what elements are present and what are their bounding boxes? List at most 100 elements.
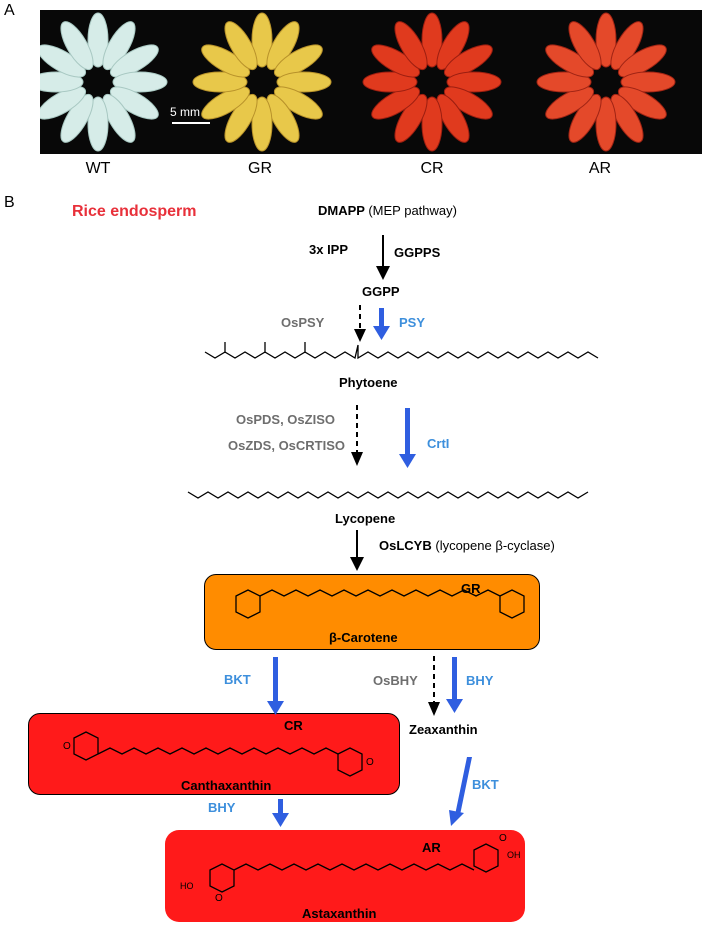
cr-label: CR: [284, 718, 303, 733]
arrow-crti: [405, 408, 410, 458]
rice-grain: [60, 21, 94, 71]
beta-carotene-ring-right: [499, 589, 525, 619]
rice-grain: [102, 93, 136, 143]
rice-grain: [251, 96, 273, 152]
rice-grain: [266, 93, 300, 143]
rice-grain: [362, 71, 418, 93]
rice-grain: [568, 93, 602, 143]
rice-grain: [617, 44, 667, 78]
panel-b-label: B: [4, 194, 15, 211]
gr-label: GR: [461, 581, 481, 596]
canthaxanthin-oxygen-right: O: [366, 757, 374, 768]
rice-grain: [371, 44, 421, 78]
rice-grain: [443, 86, 493, 120]
grain-rosette-ar: [536, 12, 676, 152]
rice-grain: [443, 44, 493, 78]
ospsy-label: OsPSY: [281, 315, 325, 330]
rice-grain: [595, 96, 617, 152]
rice-grain: [102, 21, 136, 71]
astaxanthin-box: [165, 830, 525, 922]
crti-label: CrtI: [427, 436, 450, 451]
rice-grain: [192, 71, 248, 93]
rice-grain: [201, 86, 251, 120]
grain-rosette-wt: [40, 12, 168, 152]
scale-bar-label: 5 mm: [170, 105, 200, 119]
bkt-label-2: BKT: [472, 777, 499, 792]
rice-grain: [112, 71, 168, 93]
canthaxanthin-label: Canthaxanthin: [181, 778, 272, 793]
rice-grain: [545, 86, 595, 120]
astaxanthin-ring-right: [473, 843, 499, 873]
rice-grain: [87, 96, 109, 152]
rice-grain: [266, 21, 300, 71]
rice-grain: [109, 86, 159, 120]
grain-rosette-gr: [192, 12, 332, 152]
phytoene-label: Phytoene: [339, 375, 398, 390]
rice-grain: [610, 93, 644, 143]
grain-label-gr: GR: [248, 160, 272, 177]
ipp-label: 3x IPP: [309, 242, 349, 257]
rice-grain: [446, 71, 502, 93]
ggpps-label: GGPPS: [394, 245, 441, 260]
rice-grain: [109, 44, 159, 78]
canthaxanthin-oxygen-left: O: [63, 741, 71, 752]
grain-rosette-cr: [362, 12, 502, 152]
beta-carotene-ring-left: [235, 589, 261, 619]
rice-grain: [421, 12, 443, 68]
lycopene-structure: [187, 491, 589, 499]
bhy-label-2: BHY: [208, 800, 236, 815]
rice-grain: [421, 96, 443, 152]
rice-grain: [276, 71, 332, 93]
grain-label-wt: WT: [85, 160, 111, 177]
grain-label-ar: AR: [588, 160, 612, 177]
rice-grain: [617, 86, 667, 120]
oslcyb-note: (lycopene β-cyclase): [435, 538, 555, 553]
astaxanthin-hydroxyl-left: HO: [180, 881, 194, 891]
rice-grain: [536, 71, 592, 93]
arrow-psy: [379, 308, 384, 330]
beta-carotene-label: β-Carotene: [329, 630, 398, 645]
ggpp-label: GGPP: [362, 284, 400, 299]
oszds-oscrtiso-label: OsZDS, OsCRTISO: [228, 438, 346, 453]
rice-grain: [394, 21, 428, 71]
phytoene-structure: [204, 342, 599, 360]
canthaxanthin-ring-right: [337, 747, 363, 777]
arrow-bkt-2: [455, 757, 472, 815]
rice-grain: [610, 21, 644, 71]
rice-grain: [87, 12, 109, 68]
rice-grain-photo: 5 mm: [40, 10, 702, 154]
astaxanthin-ring-left: [209, 863, 235, 893]
rice-grain: [545, 44, 595, 78]
ospds-ozziso-label: OsPDS, OsZISO: [236, 412, 335, 427]
rice-grain: [224, 93, 258, 143]
arrow-bhy-1: [452, 657, 457, 703]
rice-grain-rosettes: [40, 12, 676, 152]
psy-label: PSY: [399, 315, 426, 330]
bhy-label-1: BHY: [466, 673, 494, 688]
rice-grain: [620, 71, 676, 93]
arrow-bhy-2: [278, 799, 283, 817]
rice-grain: [40, 86, 87, 120]
arrow-bkt-1: [273, 657, 278, 705]
lycopene-label: Lycopene: [335, 511, 396, 526]
rice-grain: [371, 86, 421, 120]
rice-grain: [436, 93, 470, 143]
rice-grain: [224, 21, 258, 71]
bkt-label-1: BKT: [224, 672, 251, 687]
rice-grain: [201, 44, 251, 78]
dmapp-label: DMAPP (MEP pathway): [318, 203, 457, 218]
grain-label-cr: CR: [420, 160, 444, 177]
panel-a-label: A: [4, 2, 15, 19]
astaxanthin-oxygen-right: O: [499, 833, 507, 844]
canthaxanthin-ring-left: [73, 731, 99, 761]
osbhy-label: OsBHY: [373, 673, 418, 688]
astaxanthin-hydroxyl-right: OH: [507, 850, 521, 860]
rice-grain: [251, 12, 273, 68]
rice-grain: [40, 44, 87, 78]
rice-grain: [568, 21, 602, 71]
rice-grain: [273, 86, 323, 120]
astaxanthin-oxygen-left: O: [215, 893, 223, 904]
zeaxanthin-label: Zeaxanthin: [409, 722, 478, 737]
rice-grain: [273, 44, 323, 78]
